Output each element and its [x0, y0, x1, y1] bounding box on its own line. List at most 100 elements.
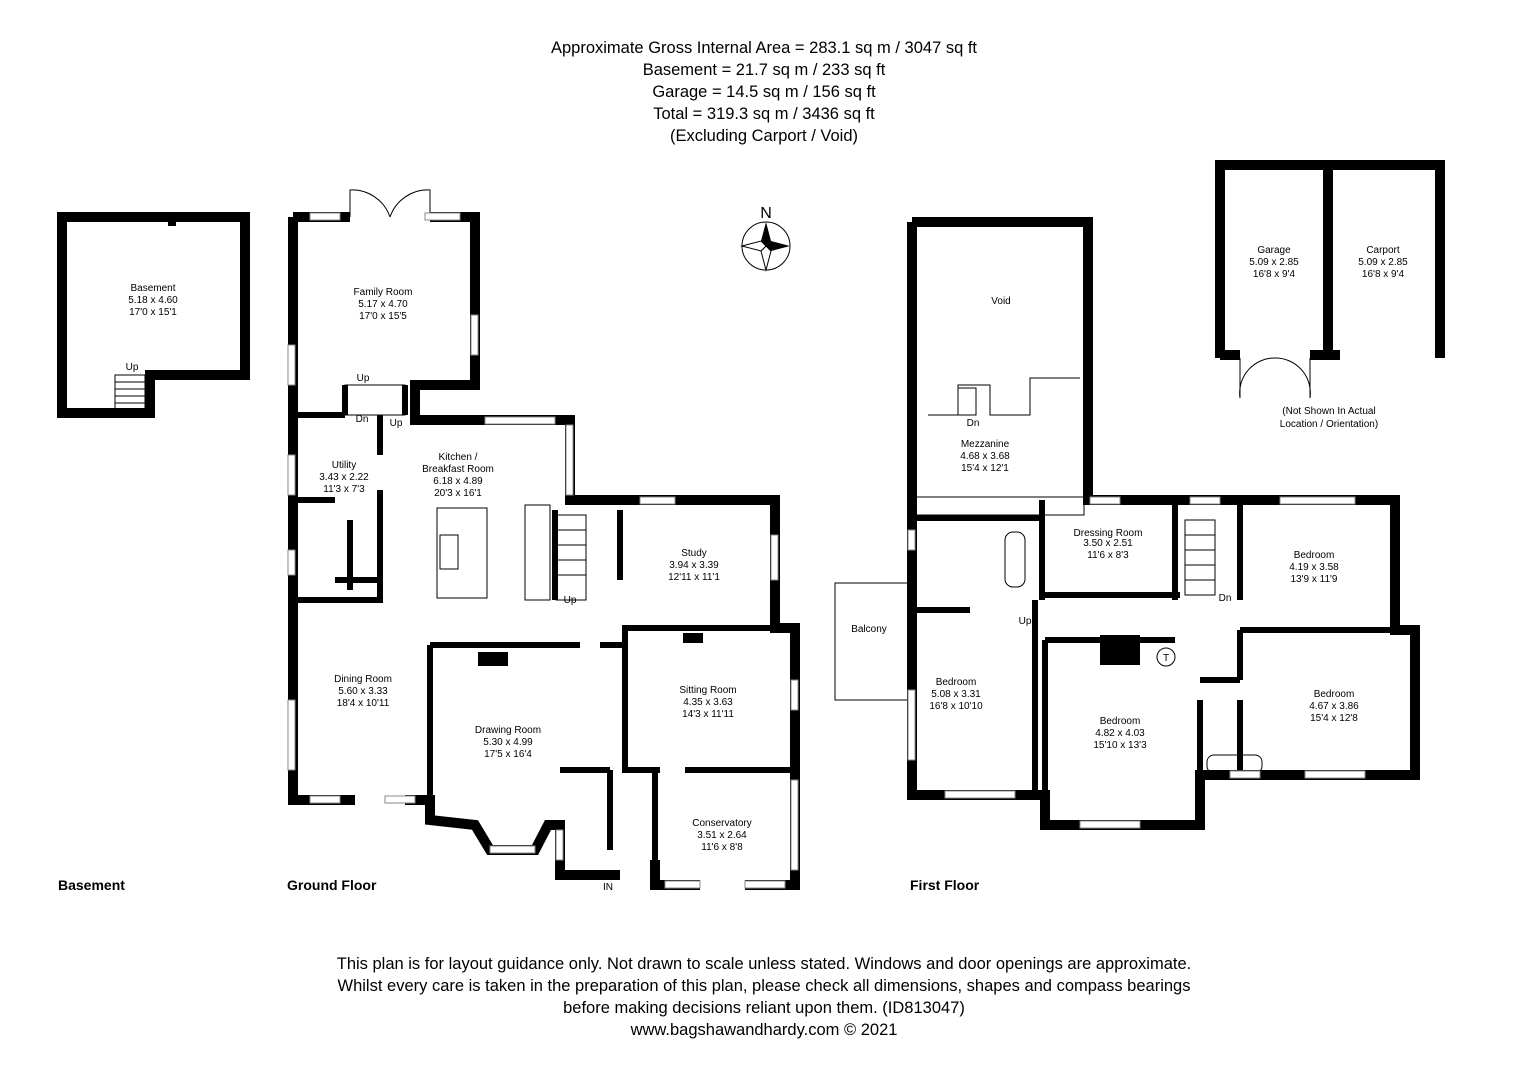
room-name: Conservatory — [692, 818, 751, 829]
garage-plan — [1215, 160, 1445, 399]
room-void: Void Dn — [967, 296, 1011, 429]
room-dims-imperial: 11'3 x 7'3 — [323, 484, 365, 495]
entrance-label: IN — [603, 882, 613, 893]
area-exclusion: (Excluding Carport / Void) — [669, 127, 858, 145]
room-dims-metric: 4.68 x 3.68 — [960, 451, 1010, 462]
first-floor-plan — [834, 217, 1420, 830]
room-dims-imperial: 11'6 x 8'3 — [1087, 550, 1129, 561]
room-name: Mezzanine — [961, 439, 1010, 450]
stairs-up-label: Up — [390, 418, 403, 429]
room-dims-metric: 4.35 x 3.63 — [683, 697, 733, 708]
room-dims-metric: 4.19 x 3.58 — [1289, 562, 1339, 573]
room-carport: Carport 5.09 x 2.85 16'8 x 9'4 — [1358, 245, 1408, 280]
room-dims-imperial: 16'8 x 9'4 — [1253, 269, 1296, 280]
room-dims-metric: 5.08 x 3.31 — [931, 689, 981, 700]
disclaimer-line: Whilst every care is taken in the prepar… — [337, 977, 1191, 995]
room-dims-metric: 5.60 x 3.33 — [338, 686, 388, 697]
room-dims-metric: 3.43 x 2.22 — [319, 472, 369, 483]
room-utility: Utility 3.43 x 2.22 11'3 x 7'3 — [319, 460, 369, 495]
garage-area: Garage = 14.5 sq m / 156 sq ft — [652, 83, 876, 101]
garage-note: Location / Orientation) — [1280, 419, 1378, 430]
stairs-down-label: Dn — [1219, 593, 1232, 604]
room-basement: Basement 5.18 x 4.60 17'0 x 15'1 Up — [126, 283, 179, 373]
room-dims-imperial: 15'4 x 12'1 — [961, 463, 1009, 474]
room-name: Study — [681, 548, 707, 559]
room-family: Family Room 5.17 x 4.70 17'0 x 15'5 Up D… — [354, 287, 413, 429]
room-name: Breakfast Room — [422, 464, 494, 475]
room-dims-imperial: 17'0 x 15'1 — [129, 307, 177, 318]
compass-icon: N — [740, 205, 791, 272]
stairs-up-label: Up — [357, 373, 370, 384]
tank-label: T — [1163, 653, 1169, 664]
room-dims-imperial: 20'3 x 16'1 — [434, 488, 482, 499]
room-bedroom-2: Bedroom 5.08 x 3.31 16'8 x 10'10 Balcony — [851, 624, 983, 712]
room-dims-imperial: 17'0 x 15'5 — [359, 311, 407, 322]
room-dims-metric: 4.67 x 3.86 — [1309, 701, 1359, 712]
basement-area: Basement = 21.7 sq m / 233 sq ft — [642, 61, 886, 79]
room-dims-imperial: 12'11 x 11'1 — [668, 572, 720, 583]
room-dims-imperial: 16'8 x 10'10 — [929, 701, 983, 712]
room-dims-metric: 5.30 x 4.99 — [483, 737, 533, 748]
stairs — [957, 387, 1263, 774]
room-name: Kitchen / — [439, 452, 478, 463]
room-dims-metric: 3.51 x 2.64 — [697, 830, 747, 841]
room-dims-imperial: 18'4 x 10'11 — [337, 698, 390, 709]
room-name: Bedroom — [1100, 716, 1141, 727]
room-dims-metric: 3.94 x 3.39 — [669, 560, 719, 571]
room-name: Garage — [1257, 245, 1291, 256]
room-dims-metric: 5.09 x 2.85 — [1358, 257, 1408, 268]
room-dims-metric: 5.09 x 2.85 — [1249, 257, 1299, 268]
disclaimer-line: before making decisions reliant upon the… — [563, 999, 965, 1017]
disclaimer-line: This plan is for layout guidance only. N… — [336, 955, 1192, 973]
stairs-down-label: Dn — [967, 418, 980, 429]
balcony — [834, 582, 913, 701]
room-name: Drawing Room — [475, 725, 541, 736]
room-dims-metric: 5.17 x 4.70 — [358, 299, 408, 310]
stairs-up-label: Up — [564, 595, 577, 606]
area-summary: Approximate Gross Internal Area = 283.1 … — [0, 37, 1528, 147]
room-name: Carport — [1366, 245, 1400, 256]
room-dims-metric: 3.50 x 2.51 — [1083, 538, 1133, 549]
room-garage: Garage 5.09 x 2.85 16'8 x 9'4 — [1249, 245, 1299, 280]
ground-floor-plan — [287, 189, 800, 890]
garage-note: (Not Shown In Actual — [1282, 406, 1375, 417]
room-dressing: Dressing Room 3.50 x 2.51 11'6 x 8'3 Dn … — [1019, 528, 1232, 627]
room-name: Sitting Room — [679, 685, 736, 696]
compass-north-label: N — [760, 205, 772, 222]
floor-title-basement: Basement — [58, 877, 125, 893]
room-name: Family Room — [354, 287, 413, 298]
room-kitchen: Kitchen / Breakfast Room 6.18 x 4.89 20'… — [422, 452, 494, 499]
room-name: Utility — [332, 460, 356, 471]
room-dims-imperial: 17'5 x 16'4 — [484, 749, 532, 760]
floor-title-ground: Ground Floor — [287, 877, 377, 893]
room-dims-imperial: 14'3 x 11'11 — [682, 709, 734, 720]
room-dims-imperial: 16'8 x 9'4 — [1362, 269, 1405, 280]
basement-plan — [57, 212, 250, 418]
room-name: Void — [991, 296, 1010, 307]
room-name: Bedroom — [1294, 550, 1335, 561]
balcony-label: Balcony — [851, 624, 887, 635]
room-bedroom-1: Bedroom 4.19 x 3.58 13'9 x 11'9 — [1289, 550, 1339, 585]
stairs — [114, 374, 146, 410]
room-study: Study 3.94 x 3.39 12'11 x 11'1 Up — [564, 548, 721, 606]
stairs-up-label: Up — [126, 362, 139, 373]
room-dims-imperial: 11'6 x 8'8 — [701, 842, 743, 853]
room-dims-imperial: 15'4 x 12'8 — [1310, 713, 1358, 724]
room-name: Bedroom — [1314, 689, 1355, 700]
room-conservatory: Conservatory 3.51 x 2.64 11'6 x 8'8 IN — [603, 818, 752, 893]
room-name: Dressing Room — [1074, 528, 1143, 539]
room-bedroom-4: Bedroom 4.67 x 3.86 15'4 x 12'8 — [1309, 689, 1359, 724]
disclaimer: This plan is for layout guidance only. N… — [0, 953, 1528, 1041]
room-dims-metric: 5.18 x 4.60 — [128, 295, 178, 306]
room-mezzanine: Mezzanine 4.68 x 3.68 15'4 x 12'1 — [960, 439, 1010, 474]
stairs-down-label: Dn — [356, 414, 369, 425]
website-link[interactable]: www.bagshawandhardy.com — [630, 1021, 840, 1039]
room-dining: Dining Room 5.60 x 3.33 18'4 x 10'11 — [334, 674, 392, 709]
stairs — [344, 384, 587, 601]
room-bedroom-3: Bedroom 4.82 x 4.03 15'10 x 13'3 T — [1093, 653, 1169, 751]
room-name: Basement — [130, 283, 175, 294]
room-dims-metric: 6.18 x 4.89 — [433, 476, 483, 487]
floor-title-first: First Floor — [910, 877, 980, 893]
room-drawing: Drawing Room 5.30 x 4.99 17'5 x 16'4 — [475, 725, 541, 760]
